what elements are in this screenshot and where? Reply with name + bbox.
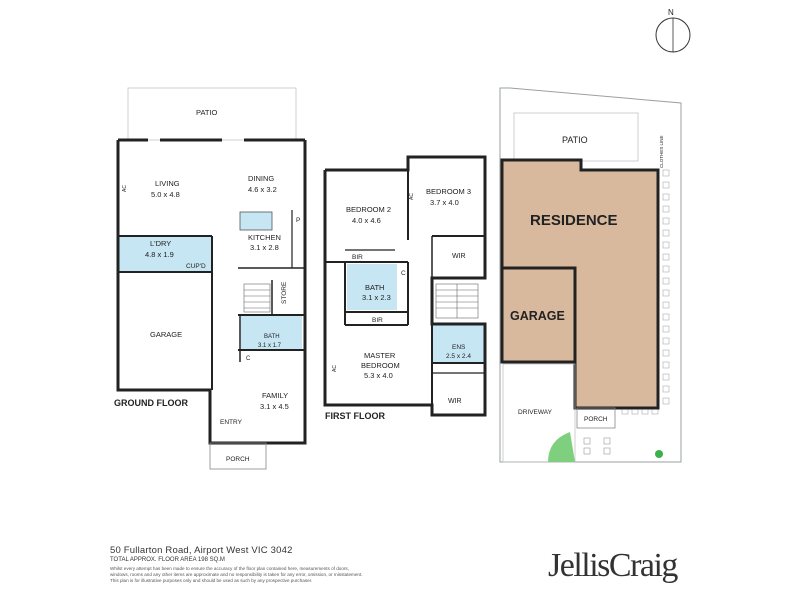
site-garage-label: GARAGE xyxy=(510,309,565,323)
living-dims: 5.0 x 4.8 xyxy=(151,190,180,199)
compass-label: N xyxy=(668,8,674,17)
property-address: 50 Fullarton Road, Airport West VIC 3042 xyxy=(110,545,293,556)
ensuite-label: ENS xyxy=(452,344,466,351)
family-label: FAMILY xyxy=(262,391,288,400)
brand-logo: JellisCraig xyxy=(548,547,678,584)
site-garage-footprint xyxy=(500,266,577,364)
site-porch-label: PORCH xyxy=(584,416,608,423)
master-label-2: BEDROOM xyxy=(361,361,400,370)
site-patio-label: PATIO xyxy=(562,135,588,145)
ground-outer-walls xyxy=(116,140,307,445)
ground-ac-label: AC xyxy=(122,185,128,192)
kitchen-dims: 3.1 x 2.8 xyxy=(250,243,279,252)
ground-bath-label: BATH xyxy=(264,334,280,340)
disclaimer-line-3: This plan is for illustrative purposes o… xyxy=(110,578,313,583)
entry-label: ENTRY xyxy=(220,419,243,426)
ground-porch-area xyxy=(209,442,267,470)
residence-label: RESIDENCE xyxy=(530,212,618,229)
wir-bottom-label: WIR xyxy=(448,398,462,405)
clothes-line-label: CLOTHES LINE xyxy=(659,135,664,168)
disclaimer-line-2: windows, rooms and any other items are a… xyxy=(110,572,363,577)
ground-floor-plan: PATIO LIVING 5.0 x 4.8 DINING 4.6 x 3.2 … xyxy=(114,87,307,470)
bir-mid-label: BIR xyxy=(372,317,383,324)
ground-bath-dims: 3.1 x 1.7 xyxy=(258,343,282,349)
laundry-label: L'DRY xyxy=(150,239,171,248)
bedroom3-label: BEDROOM 3 xyxy=(426,187,471,196)
bedroom2-label: BEDROOM 2 xyxy=(346,205,391,214)
cupboard-label: CUP'D xyxy=(186,263,206,270)
laundry-area xyxy=(119,236,211,272)
dining-dims: 4.6 x 3.2 xyxy=(248,185,277,194)
first-stairs xyxy=(435,283,479,319)
site-boundary-posts xyxy=(621,169,670,415)
first-ac-label: AC xyxy=(332,365,338,372)
ensuite-area xyxy=(432,325,484,363)
master-label: MASTER xyxy=(364,351,396,360)
first-floor-title: FIRST FLOOR xyxy=(325,411,385,421)
bir-top-label: BIR xyxy=(352,254,363,261)
tree-icon xyxy=(655,450,663,458)
dining-label: DINING xyxy=(248,174,274,183)
store-label: STORE xyxy=(281,281,288,304)
ground-bath-area xyxy=(241,316,302,350)
first-linen-label: C xyxy=(401,270,406,277)
driveway-label: DRIVEWAY xyxy=(518,409,553,416)
bedroom2-dims: 4.0 x 4.6 xyxy=(352,216,381,225)
master-dims: 5.3 x 4.0 xyxy=(364,371,393,380)
bedroom3-dims: 3.7 x 4.0 xyxy=(430,198,459,207)
ensuite-dims: 2.5 x 2.4 xyxy=(446,353,471,360)
site-boundary xyxy=(499,87,682,463)
disclaimer-line-1: Whilst every attempt has been made to en… xyxy=(110,566,350,571)
kitchen-label: KITCHEN xyxy=(248,233,281,242)
first-bath-dims: 3.1 x 2.3 xyxy=(362,293,391,302)
ground-stairs xyxy=(243,283,271,313)
first-bath-label: BATH xyxy=(365,283,384,292)
bed3-ac-label: AC xyxy=(409,193,415,200)
driveway-area xyxy=(502,363,576,463)
first-floor-plan: BEDROOM 2 4.0 x 4.6 BEDROOM 3 3.7 x 4.0 … xyxy=(323,155,487,421)
ground-patio-label: PATIO xyxy=(196,108,218,117)
first-bath-area xyxy=(347,264,397,310)
site-porch-area xyxy=(576,407,616,429)
wir-top-label: WIR xyxy=(452,253,466,260)
total-floor-area: TOTAL APPROX. FLOOR AREA 198 SQ.M xyxy=(110,557,225,563)
site-plan: PATIO CLOTHES LINE RESIDENCE GARAGE DRIV… xyxy=(499,87,682,463)
north-compass-icon: N xyxy=(655,8,691,53)
living-label: LIVING xyxy=(155,179,180,188)
ground-porch-label: PORCH xyxy=(226,456,250,463)
family-dims: 3.1 x 4.5 xyxy=(260,402,289,411)
laundry-dims: 4.8 x 1.9 xyxy=(145,250,174,259)
ground-floor-title: GROUND FLOOR xyxy=(114,398,188,408)
ground-linen-label: C xyxy=(246,356,251,362)
garage-label: GARAGE xyxy=(150,330,182,339)
kitchen-island xyxy=(239,211,273,231)
garden-bed xyxy=(548,432,575,462)
pantry-label: P xyxy=(296,217,300,224)
